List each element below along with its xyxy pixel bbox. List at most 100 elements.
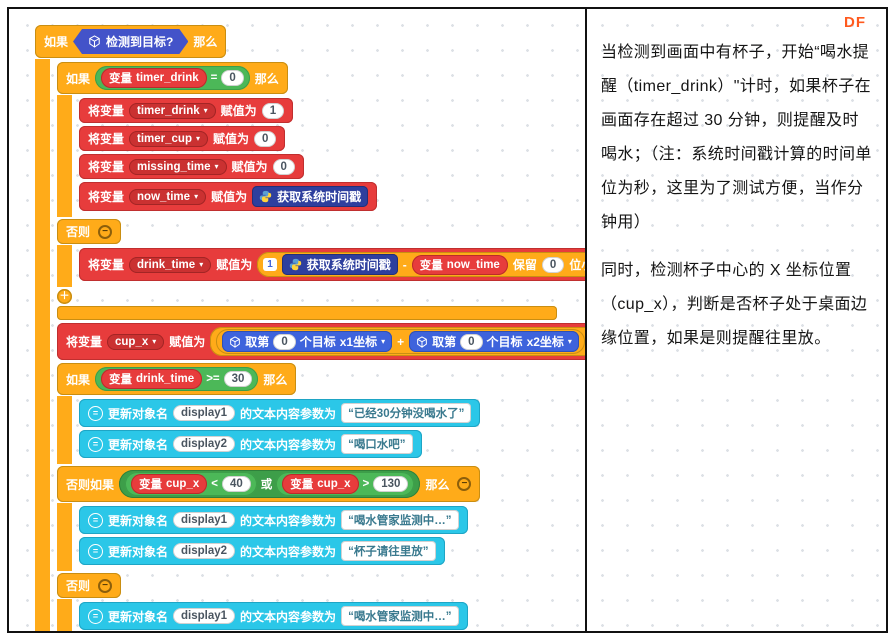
lt-condition[interactable]: 变量 cup_x < 40: [125, 472, 257, 496]
target-index-input[interactable]: 0: [460, 333, 483, 350]
update-display1-block[interactable]: = 更新对象名 display1 的文本内容参数为 “喝水管家监测中…”: [79, 506, 468, 534]
target-index-input[interactable]: 0: [273, 333, 296, 350]
variable-cup-x-reporter[interactable]: 变量 cup_x: [131, 474, 208, 494]
chevron-down-icon: ▾: [214, 162, 219, 171]
update-display2-block[interactable]: = 更新对象名 display2 的文本内容参数为 “喝口水吧”: [79, 430, 422, 458]
target-x2-reporter[interactable]: 取第 0 个目标 x2坐标 ▾: [409, 331, 579, 352]
object-name-input[interactable]: display2: [173, 436, 236, 452]
if-timer-block-footer[interactable]: ＋: [57, 289, 557, 320]
text-value-input[interactable]: “喝水管家监测中…”: [341, 606, 459, 626]
collapse-branch-button[interactable]: −: [98, 224, 113, 239]
target-keyword: 个目标: [486, 335, 523, 349]
get-timestamp-reporter[interactable]: 获取系统时间戳: [252, 186, 369, 207]
else-row[interactable]: 否则 −: [57, 573, 122, 598]
add-branch-button[interactable]: ＋: [57, 289, 72, 304]
set-timer-drink-block[interactable]: 将变量 timer_drink ▾ 赋值为 1: [79, 98, 294, 123]
detect-target-reporter[interactable]: 检测到目标?: [73, 29, 188, 54]
notes-panel: DF 当检测到画面中有杯子，开始“喝水提醒（timer_drink）"计时，如果…: [587, 9, 886, 631]
text-value-input[interactable]: “喝水管家监测中…”: [341, 510, 459, 530]
or-keyword: 或: [260, 479, 273, 491]
collapse-branch-button[interactable]: −: [457, 477, 472, 491]
value-input[interactable]: 30: [223, 371, 253, 387]
elseif-keyword: 否则如果: [66, 477, 115, 492]
set-drink-time-block[interactable]: 将变量 drink_time ▾ 赋值为 1 获取系统时间戳 -: [79, 248, 585, 281]
set-now-time-block[interactable]: 将变量 now_time ▾ 赋值为 获取系统时间戳: [79, 182, 378, 211]
if-detect-block-header[interactable]: 如果 检测到目标? 那么: [35, 25, 227, 58]
set-keyword: 将变量: [88, 104, 125, 118]
update-keyword: 更新对象名: [108, 406, 169, 421]
chevron-down-icon: ▾: [567, 337, 572, 346]
if-drink-time-header[interactable]: 如果 变量 drink_time >= 30 那么: [57, 363, 297, 395]
value-input[interactable]: 1: [261, 102, 285, 119]
value-input[interactable]: 40: [221, 476, 251, 492]
elseif-cup-x-header[interactable]: 否则如果 变量 cup_x < 40 或 变量 cup_x: [57, 466, 481, 502]
var-keyword: 变量: [419, 259, 443, 272]
set-timer-cup-block[interactable]: 将变量 timer_cup ▾ 赋值为 0: [79, 126, 286, 151]
update-keyword: 更新对象名: [108, 437, 169, 452]
variable-now-time-reporter[interactable]: 变量 now_time: [411, 254, 508, 275]
assign-keyword: 赋值为: [169, 335, 206, 349]
object-icon: =: [88, 512, 103, 528]
update-display1-block[interactable]: = 更新对象名 display1 的文本内容参数为 “已经30分钟没喝水了”: [79, 399, 481, 427]
division-expression[interactable]: 取第 0 个目标 x1坐标 ▾ + 取第 0 个目标 x2坐标: [210, 327, 585, 356]
variable-drink-time-reporter[interactable]: 变量 drink_time: [101, 369, 203, 389]
update-keyword: 更新对象名: [108, 609, 169, 624]
target-keyword: 个目标: [299, 335, 336, 349]
update-display1-block[interactable]: = 更新对象名 display1 的文本内容参数为 “喝水管家监测中…”: [79, 602, 468, 630]
gt-condition[interactable]: 变量 cup_x > 130: [276, 472, 415, 496]
variable-name: timer_cup: [137, 132, 192, 145]
variable-timer-drink-reporter[interactable]: 变量 timer_drink: [101, 68, 207, 88]
decimals-input[interactable]: 0: [541, 256, 565, 273]
gt-operator: >: [362, 478, 370, 490]
or-condition[interactable]: 变量 cup_x < 40 或 变量 cup_x > 130: [119, 470, 421, 498]
variable-dropdown[interactable]: timer_cup ▾: [129, 130, 208, 147]
else-keyword: 否则: [66, 579, 91, 593]
object-icon: =: [88, 436, 103, 452]
value-input[interactable]: 0: [254, 130, 277, 147]
object-name-input[interactable]: display1: [173, 405, 236, 421]
variable-dropdown[interactable]: cup_x ▾: [107, 333, 165, 350]
then-keyword: 那么: [425, 477, 450, 492]
ge-condition[interactable]: 变量 drink_time >= 30: [95, 367, 259, 391]
block-canvas[interactable]: 如果 检测到目标? 那么 如果 变量 timer_drink = 0 那么: [9, 9, 585, 631]
value-input[interactable]: 0: [221, 70, 244, 86]
chevron-down-icon: ▾: [194, 192, 199, 201]
value-input[interactable]: 0: [272, 158, 295, 175]
variable-dropdown[interactable]: drink_time ▾: [129, 256, 212, 273]
minus-operator: -: [402, 257, 407, 272]
object-name-input[interactable]: display1: [173, 608, 236, 624]
variable-cup-x-reporter[interactable]: 变量 cup_x: [282, 474, 359, 494]
target-x1-reporter[interactable]: 取第 0 个目标 x1坐标 ▾: [222, 331, 393, 352]
get-timestamp-reporter[interactable]: 获取系统时间戳: [281, 254, 398, 275]
variable-name: drink_time: [136, 373, 195, 385]
variable-dropdown[interactable]: now_time ▾: [129, 188, 207, 205]
variable-name: cup_x: [317, 478, 351, 490]
text-value-input[interactable]: “杯子请往里放”: [341, 541, 436, 561]
equals-operator: =: [210, 72, 218, 84]
textparam-keyword: 的文本内容参数为: [240, 544, 337, 559]
get-timestamp-label: 获取系统时间戳: [306, 258, 391, 272]
addition-expression[interactable]: 取第 0 个目标 x1坐标 ▾ + 取第 0 个目标 x2坐标: [216, 329, 585, 354]
variable-name: drink_time: [137, 258, 196, 271]
else-row[interactable]: 否则 −: [57, 219, 122, 244]
update-display2-block[interactable]: = 更新对象名 display2 的文本内容参数为 “杯子请往里放”: [79, 537, 445, 565]
variable-dropdown[interactable]: timer_drink ▾: [129, 102, 216, 119]
assign-keyword: 赋值为: [211, 190, 248, 204]
text-value-input[interactable]: “已经30分钟没喝水了”: [341, 403, 472, 423]
then-keyword: 那么: [263, 372, 288, 387]
set-missing-time-block[interactable]: 将变量 missing_time ▾ 赋值为 0: [79, 154, 304, 179]
if-drink-time-then-body: = 更新对象名 display1 的文本内容参数为 “已经30分钟没喝水了” =…: [57, 396, 481, 464]
collapse-branch-button[interactable]: −: [98, 578, 113, 593]
cube-icon: [229, 335, 241, 348]
variable-dropdown[interactable]: missing_time ▾: [129, 158, 227, 175]
equals-condition[interactable]: 变量 timer_drink = 0: [95, 66, 250, 90]
object-name-input[interactable]: display2: [173, 543, 236, 559]
else-body: = 更新对象名 display1 的文本内容参数为 “喝水管家监测中…” = 更…: [57, 599, 468, 631]
set-cup-x-block[interactable]: 将变量 cup_x ▾ 赋值为 取第 0 个目标 x1坐标 ▾: [57, 323, 585, 360]
round-decimal-expression[interactable]: 1 获取系统时间戳 - 变量 now_time 保留 0 位小数: [257, 252, 585, 277]
object-icon: =: [88, 608, 103, 624]
object-name-input[interactable]: display1: [173, 512, 236, 528]
value-input[interactable]: 130: [373, 476, 409, 492]
text-value-input[interactable]: “喝口水吧”: [341, 434, 413, 454]
if-timer-block-header[interactable]: 如果 变量 timer_drink = 0 那么: [57, 62, 288, 94]
